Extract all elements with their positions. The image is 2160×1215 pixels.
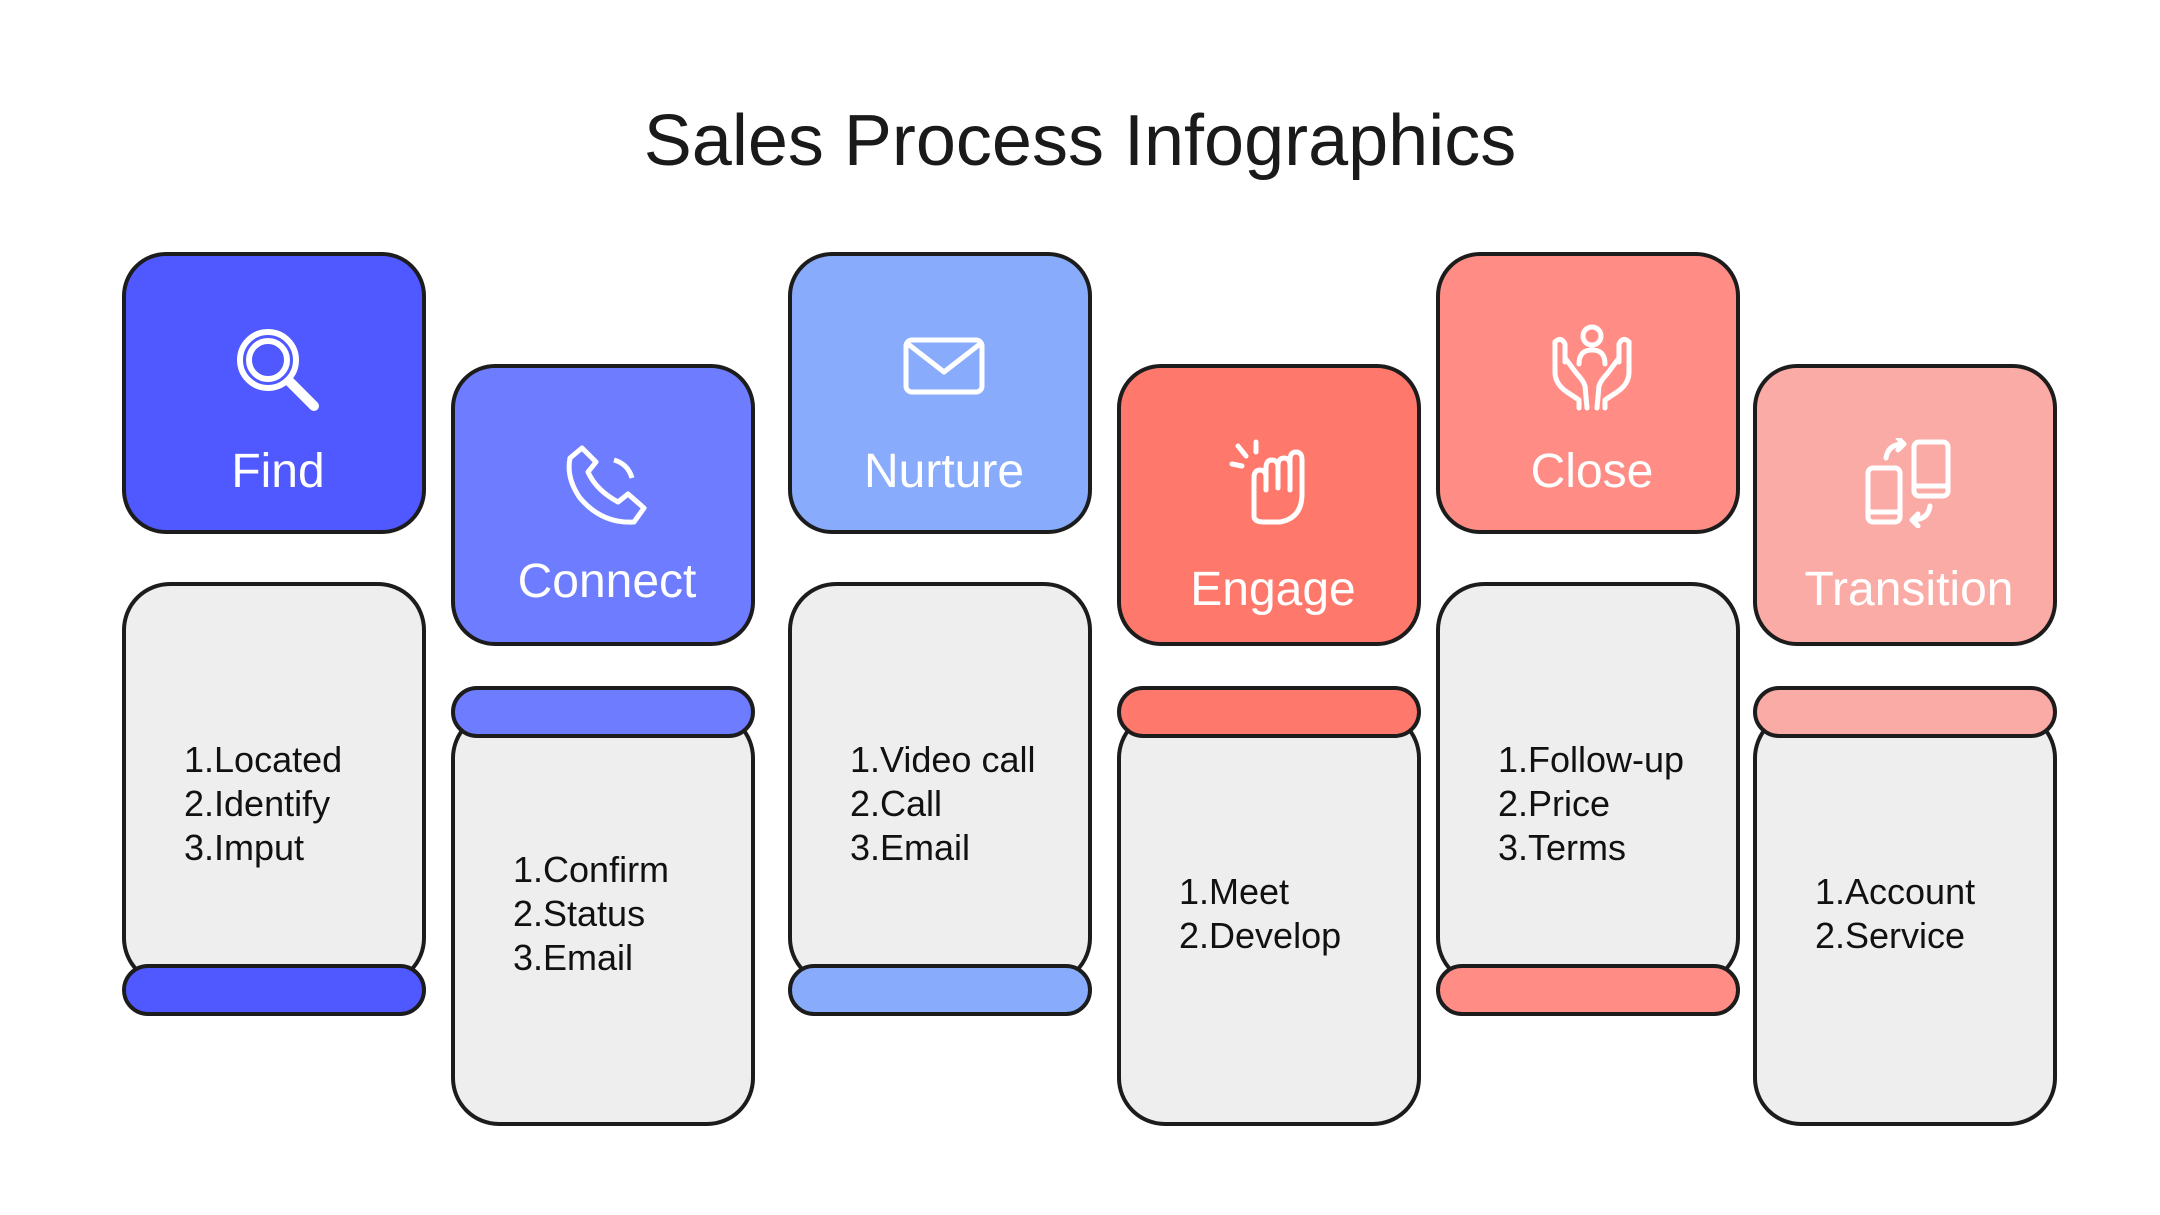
list-item: 1.Follow-up xyxy=(1498,739,1685,780)
envelope-icon xyxy=(792,336,1096,396)
hands-support-icon xyxy=(1440,322,1744,412)
step-connect-card: 1.Confirm 2.Status 3.Email xyxy=(451,710,755,1126)
step-transition-items: 1.Account 2.Service xyxy=(1815,870,1975,958)
list-item: 2.Service xyxy=(1815,915,1966,956)
step-connect-label: Connect xyxy=(517,555,697,608)
step-close-header: Close xyxy=(1436,252,1740,534)
step-engage-card: 1.Meet 2.Develop xyxy=(1117,710,1421,1126)
list-item: 1.Video call xyxy=(850,739,1036,780)
list-item: 2.Develop xyxy=(1179,915,1342,956)
list-item: 1.Account xyxy=(1815,871,1976,912)
step-engage-label: Engage xyxy=(1190,563,1356,616)
step-engage-header: Engage xyxy=(1117,364,1421,646)
list-item: 2.Identify xyxy=(184,783,331,824)
list-item: 3.Email xyxy=(513,937,634,978)
step-close: Close 1.Follow-up 2.Price 3.Terms xyxy=(1436,252,1740,1024)
devices-sync-icon xyxy=(1757,438,2061,528)
step-engage-bar xyxy=(1117,686,1421,738)
phone-icon xyxy=(455,440,759,530)
step-find-label: Find xyxy=(231,445,325,498)
step-connect: Connect 1.Confirm 2.Status 3.Email xyxy=(451,364,755,1136)
step-nurture: Nurture 1.Video call 2.Call 3.Email xyxy=(788,252,1092,1024)
step-find-bar xyxy=(122,964,426,1016)
magnifier-icon xyxy=(126,322,430,418)
list-item: 3.Email xyxy=(850,827,971,868)
step-nurture-items: 1.Video call 2.Call 3.Email xyxy=(850,738,1035,870)
list-item: 1.Located xyxy=(184,739,343,780)
step-transition-label: Transition xyxy=(1804,563,2014,616)
step-close-card: 1.Follow-up 2.Price 3.Terms xyxy=(1436,582,1740,986)
list-item: 2.Call xyxy=(850,783,943,824)
step-close-bar xyxy=(1436,964,1740,1016)
step-nurture-label: Nurture xyxy=(863,445,1025,498)
step-nurture-bar xyxy=(788,964,1092,1016)
list-item: 1.Meet xyxy=(1179,871,1290,912)
step-transition: Transition 1.Account 2.Service xyxy=(1753,364,2057,1136)
step-find: Find 1.Located 2.Identify 3.Imput xyxy=(122,252,426,1024)
step-find-items: 1.Located 2.Identify 3.Imput xyxy=(184,738,342,870)
step-connect-header: Connect xyxy=(451,364,755,646)
step-find-header: Find xyxy=(122,252,426,534)
step-close-items: 1.Follow-up 2.Price 3.Terms xyxy=(1498,738,1684,870)
step-find-card: 1.Located 2.Identify 3.Imput xyxy=(122,582,426,986)
step-close-label: Close xyxy=(1530,445,1654,498)
step-connect-items: 1.Confirm 2.Status 3.Email xyxy=(513,848,669,980)
step-nurture-card: 1.Video call 2.Call 3.Email xyxy=(788,582,1092,986)
list-item: 2.Price xyxy=(1498,783,1611,824)
list-item: 1.Confirm xyxy=(513,849,670,890)
high-five-icon xyxy=(1121,438,1425,528)
step-engage-items: 1.Meet 2.Develop xyxy=(1179,870,1341,958)
list-item: 3.Terms xyxy=(1498,827,1627,868)
step-transition-bar xyxy=(1753,686,2057,738)
step-transition-header: Transition xyxy=(1753,364,2057,646)
step-transition-card: 1.Account 2.Service xyxy=(1753,710,2057,1126)
list-item: 3.Imput xyxy=(184,827,305,868)
step-connect-bar xyxy=(451,686,755,738)
step-nurture-header: Nurture xyxy=(788,252,1092,534)
page-title: Sales Process Infographics xyxy=(643,101,1517,181)
list-item: 2.Status xyxy=(513,893,646,934)
step-engage: Engage 1.Meet 2.Develop xyxy=(1117,364,1421,1136)
